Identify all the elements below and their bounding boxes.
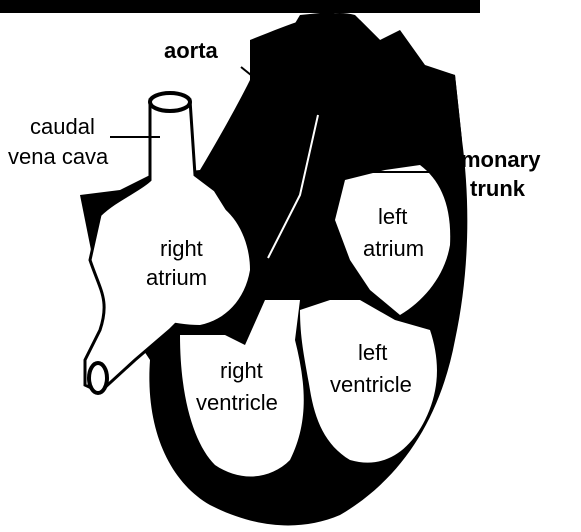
- vena-cava-opening: [150, 93, 190, 111]
- trunk-label: trunk: [470, 176, 526, 201]
- left-ventricle-label-2: ventricle: [330, 372, 412, 397]
- left-atrium-label-1: left: [378, 204, 407, 229]
- right-ventricle-label-1: right: [220, 358, 263, 383]
- pulmonary-label: pulmonary: [428, 147, 541, 172]
- right-atrium-label-2: atrium: [146, 265, 207, 290]
- right-ventricle-label-2: ventricle: [196, 390, 278, 415]
- vena-cava-lower-opening: [89, 363, 107, 393]
- aorta-label: aorta: [164, 38, 219, 63]
- vena-cava-label: vena cava: [8, 144, 109, 169]
- top-border-bar: [0, 0, 480, 13]
- caudal-label: caudal: [30, 114, 95, 139]
- right-atrium-region: [120, 200, 250, 325]
- left-atrium-label-2: atrium: [363, 236, 424, 261]
- right-atrium-label-1: right: [160, 236, 203, 261]
- left-ventricle-label-1: left: [358, 340, 387, 365]
